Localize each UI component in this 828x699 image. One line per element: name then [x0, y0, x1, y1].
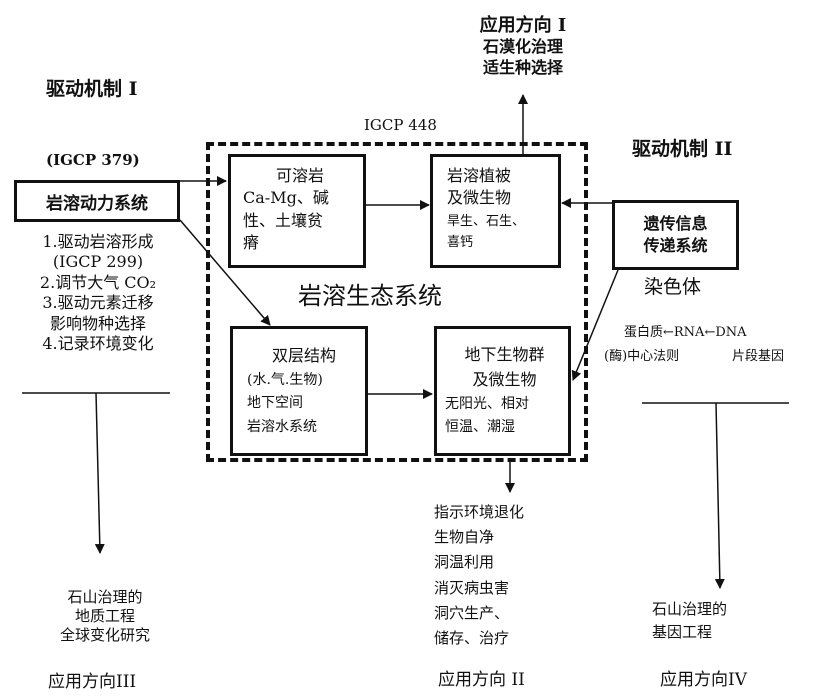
- double-layer-box: 双层结构 (水.气.生物) 地下空间 岩溶水系统: [230, 326, 368, 456]
- function-item: 1.驱动岩溶形成: [42, 232, 154, 251]
- arrow-left-to-app3: [94, 392, 105, 554]
- application-2-item: 消灭病虫害: [434, 578, 510, 597]
- application-1-item: 适生种选择: [482, 57, 563, 77]
- application-2-title: 应用方向 II: [438, 670, 525, 690]
- driver-mechanism-1-label: 驱动机制 I: [46, 78, 138, 100]
- application-3-item: 地质工程: [74, 607, 135, 626]
- karst-vegetation-line: 及微生物: [447, 188, 512, 208]
- application-4-items: 石山治理的 基因工程: [652, 598, 727, 643]
- underground-biota-line: 无阳光、相对: [445, 395, 529, 412]
- soluble-rock-line: 性、土壤贫: [243, 210, 324, 230]
- arrow-right-to-app4: [714, 402, 725, 589]
- application-3-item: 石山治理的: [67, 588, 143, 606]
- application-3-item: 全球变化研究: [59, 626, 150, 645]
- chromosome-label: 染色体: [644, 276, 702, 298]
- soluble-rock-box: 可溶岩 Ca-Mg、碱 性、土壤贫 瘠: [228, 154, 366, 268]
- application-2-item: 洞穴生产、: [434, 603, 510, 622]
- genetic-information-box: 遗传信息 传递系统: [612, 200, 739, 270]
- genetic-box-line: 传递系统: [643, 236, 708, 255]
- karst-dynamic-system-label: 岩溶动力系统: [46, 193, 148, 214]
- application-2-items: 指示环境退化 生物自净 洞温利用 消灭病虫害 洞穴生产、 储存、治疗: [434, 500, 524, 651]
- karst-vegetation-line: 旱生、石生、: [447, 213, 526, 229]
- igcp-379-label: (IGCP 379): [46, 151, 140, 169]
- application-1: 应用方向 I 石漠化治理 适生种选择: [448, 14, 598, 78]
- function-item: 2.调节大气 CO₂: [39, 272, 157, 292]
- double-layer-line: 地下空间: [247, 395, 303, 412]
- igcp-448-label: IGCP 448: [364, 116, 437, 134]
- central-dogma-line-1: 蛋白质←RNA←DNA: [624, 325, 747, 340]
- soluble-rock-line: Ca-Mg、碱: [243, 188, 329, 208]
- double-layer-line: 岩溶水系统: [247, 418, 317, 435]
- double-layer-title: 双层结构: [271, 346, 336, 365]
- application-4-item: 石山治理的: [652, 600, 728, 618]
- application-4-item: 基因工程: [652, 622, 713, 641]
- soluble-rock-title: 可溶岩: [275, 166, 324, 185]
- karst-vegetation-title: 岩溶植被: [447, 166, 512, 185]
- karst-dynamic-system-box: 岩溶动力系统: [14, 180, 180, 222]
- application-1-item: 石漠化治理: [482, 37, 563, 57]
- underground-biota-line: 恒温、潮湿: [445, 418, 515, 435]
- application-3-items: 石山治理的 地质工程 全球变化研究: [30, 588, 180, 646]
- application-3-title: 应用方向III: [48, 672, 137, 692]
- application-4-title: 应用方向IV: [660, 670, 747, 690]
- application-2-item: 洞温利用: [434, 553, 495, 572]
- karst-ecosystem-boundary: [206, 142, 588, 462]
- application-2-item: 生物自净: [434, 528, 495, 547]
- function-item: 4.记录环境变化: [42, 334, 154, 354]
- application-1-title: 应用方向 I: [479, 15, 567, 36]
- underground-biota-box: 地下生物群 及微生物 无阳光、相对 恒温、潮湿: [434, 326, 571, 456]
- underground-biota-line: 及微生物: [472, 369, 537, 389]
- function-item: 3.驱动元素迁移: [42, 293, 154, 313]
- driver-mechanism-2-label: 驱动机制 II: [632, 138, 733, 160]
- karst-vegetation-line: 喜钙: [447, 235, 474, 251]
- underground-biota-title: 地下生物群: [464, 345, 545, 364]
- central-dogma-line-2-left: (酶)中心法则: [604, 349, 680, 364]
- mechanism-1-functions: 1.驱动岩溶形成 (IGCP 299) 2.调节大气 CO₂ 3.驱动元素迁移 …: [18, 232, 178, 355]
- central-dogma-line-2-right: 片段基因: [732, 349, 785, 364]
- karst-vegetation-box: 岩溶植被 及微生物 旱生、石生、 喜钙: [430, 154, 561, 268]
- karst-ecosystem-title: 岩溶生态系统: [298, 282, 442, 310]
- application-2-item: 指示环境退化: [434, 503, 525, 521]
- genetic-box-line: 遗传信息: [643, 213, 708, 233]
- function-item: (IGCP 299): [52, 252, 144, 272]
- application-2-item: 储存、治疗: [434, 628, 510, 647]
- function-item: 影响物种选择: [49, 313, 146, 333]
- soluble-rock-line: 瘠: [243, 233, 260, 253]
- double-layer-line: (水.气.生物): [247, 372, 323, 389]
